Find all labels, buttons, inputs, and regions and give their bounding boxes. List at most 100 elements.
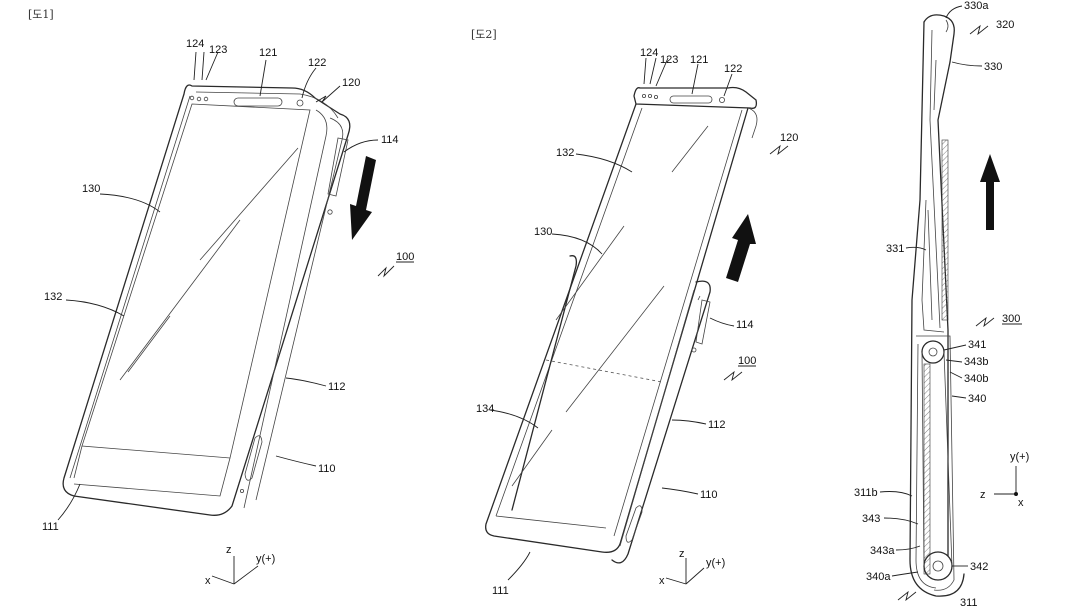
- fig2-fold-line: [545, 359, 663, 383]
- figure-2-caption: [도2]: [471, 28, 497, 41]
- fig3-axis-z: z: [980, 489, 986, 501]
- fig1-label-111: 111: [42, 521, 59, 533]
- fig3-leader-331: [905, 246, 927, 251]
- fig3-label-330a: 330a: [964, 0, 989, 12]
- fig1-label-114: 114: [381, 134, 399, 146]
- fig3-lower-roller-axle: [932, 560, 944, 572]
- fig2-leader-122: [723, 73, 733, 97]
- fig2-top-bar: [633, 86, 758, 109]
- fig1-bottom-slot: [244, 435, 263, 481]
- fig2-label-120: 120: [780, 132, 798, 144]
- fig3-axes: [994, 466, 1017, 495]
- fig2-label-122: 122: [724, 63, 742, 75]
- fig2-sensor-3: [654, 95, 659, 100]
- fig2-label-130: 130: [534, 226, 552, 238]
- fig2-reflection-lines: [511, 125, 709, 487]
- fig2-axis-x: x: [659, 575, 665, 587]
- fig2-display-panel: [485, 103, 749, 553]
- fig3-axis-y: y(+): [1010, 451, 1029, 463]
- fig2-label-123: 123: [660, 54, 678, 66]
- fig3-label-330: 330: [984, 61, 1002, 73]
- fig2-leader-132: [575, 153, 633, 173]
- fig2-leader-111: [507, 551, 531, 581]
- fig3-upper-roller: [921, 340, 945, 364]
- fig2-direction-arrow: [726, 214, 756, 282]
- fig1-leader-100: [377, 265, 395, 278]
- fig1-label-100: 100: [396, 251, 414, 263]
- fig1-leader-114: [343, 139, 379, 153]
- fig1-side-housing: [243, 109, 344, 509]
- fig1-label-122: 122: [308, 57, 326, 69]
- fig1-label-120: 120: [342, 77, 360, 89]
- fig2-camera: [719, 97, 726, 104]
- fig3-frame: [916, 335, 955, 591]
- fig3-leader-343: [883, 517, 919, 525]
- figure-1-caption: [도1]: [28, 8, 54, 21]
- fig2-axes: [665, 558, 705, 585]
- fig1-leader-130: [99, 193, 161, 213]
- fig2-bottom-slot: [625, 505, 643, 543]
- fig1-leader-122: [301, 67, 317, 99]
- fig2-leader-100: [723, 370, 743, 382]
- fig2-rolled-edge: [747, 107, 758, 139]
- fig3-leader-340a: [891, 571, 919, 577]
- fig3-leader-330a: [945, 5, 963, 19]
- fig1-label-130: 130: [82, 183, 100, 195]
- fig3-leader-343b: [945, 359, 963, 363]
- fig2-earpiece: [669, 95, 713, 104]
- fig1-axis-x: x: [205, 575, 211, 587]
- fig1-sensor-1: [189, 95, 195, 101]
- fig1-leader-132: [65, 299, 125, 317]
- fig1-label-121: 121: [259, 47, 277, 59]
- fig3-label-311: 311: [960, 597, 978, 607]
- fig1-label-124: 124: [186, 38, 204, 50]
- fig1-label-123: 123: [209, 44, 227, 56]
- fig2-leader-114: [709, 317, 735, 327]
- figure-1-device: 124 123 121 122 120 114 130 132 100 112 …: [42, 38, 414, 587]
- fig1-sensor-3: [203, 96, 209, 102]
- fig2-leader-110: [661, 487, 699, 495]
- fig3-leader-340b: [949, 371, 963, 379]
- fig1-camera: [296, 99, 304, 107]
- fig2-leader-134: [489, 409, 539, 429]
- fig3-label-343b: 343b: [964, 356, 988, 368]
- fig1-leader-110: [275, 455, 317, 467]
- fig2-leader-130: [551, 233, 603, 255]
- fig3-leader-320: [969, 24, 989, 36]
- fig2-axis-z: z: [679, 548, 685, 560]
- fig2-label-114: 114: [736, 319, 754, 331]
- fig2-sensor-1: [642, 94, 647, 99]
- fig2-leaders-sensors: [643, 57, 669, 87]
- fig1-direction-arrow: [350, 156, 376, 240]
- fig3-hatched-strip: [941, 139, 949, 321]
- fig3-outer-wall: [909, 21, 965, 597]
- fig3-leader-330: [951, 61, 983, 67]
- fig2-leader-121: [691, 63, 699, 95]
- fig3-label-320: 320: [996, 19, 1014, 31]
- fig1-display-area: [81, 103, 311, 459]
- fig3-axis-origin: [1014, 492, 1018, 496]
- fig1-label-110: 110: [318, 463, 336, 475]
- fig1-inner-outline: [69, 91, 339, 479]
- fig3-leader-341: [943, 344, 967, 351]
- fig3-label-343a: 343a: [870, 545, 895, 557]
- figure-2-device: 124 123 121 122 120 132 130 114 100 134 …: [476, 47, 798, 597]
- fig2-screen-edge: [495, 107, 743, 537]
- fig2-label-124: 124: [640, 47, 658, 59]
- fig1-sensor-2: [196, 96, 202, 102]
- fig3-cap-hook: [945, 19, 949, 33]
- figure-3-cross-section: 330a 320 330 331 300 341 343b 340b 340 3…: [854, 0, 1029, 607]
- fig3-leader-340: [951, 395, 967, 399]
- fig1-leader-112: [285, 377, 327, 387]
- fig1-label-112: 112: [328, 381, 346, 393]
- fig2-axis-y: y(+): [706, 557, 725, 569]
- fig3-slider-inner: [929, 29, 941, 329]
- fig3-top-cap: [923, 14, 955, 63]
- fig3-label-340: 340: [968, 393, 986, 405]
- fig3-hatched-wall: [923, 363, 931, 575]
- fig1-earpiece: [233, 97, 283, 107]
- fig1-reflection-lines: [119, 147, 299, 381]
- fig2-housing-inner: [619, 289, 701, 547]
- fig2-label-111: 111: [492, 585, 509, 597]
